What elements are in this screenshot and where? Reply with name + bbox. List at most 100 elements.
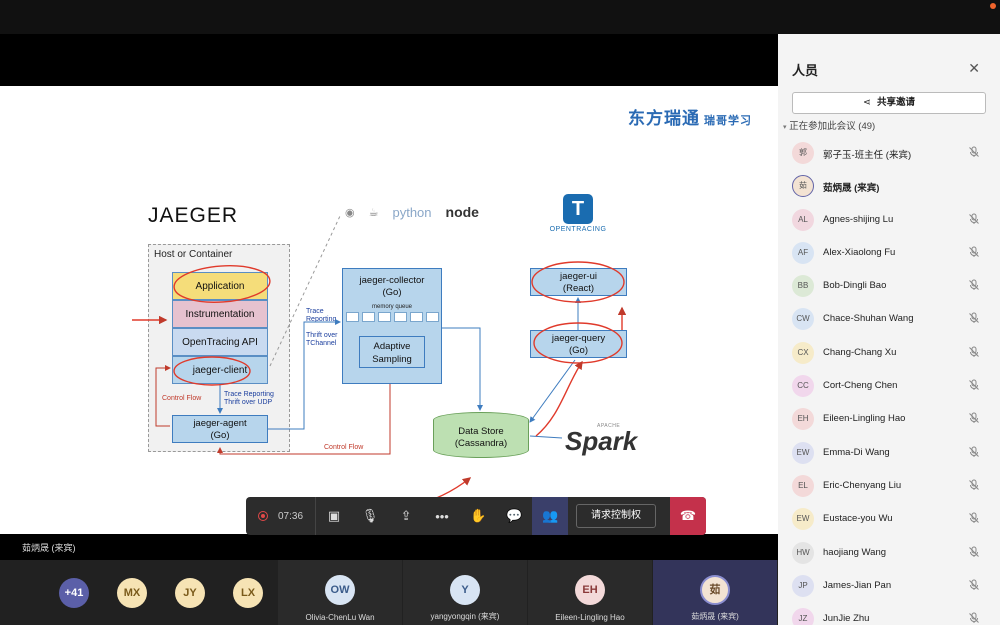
slide-logo: 东方瑞通瑞哥学习 bbox=[628, 104, 752, 129]
more-options-button[interactable]: ••• bbox=[424, 497, 460, 535]
data-store-label: Data Store bbox=[458, 426, 504, 437]
video-tile-active[interactable]: 茹 茹炳晟 (来宾) bbox=[653, 560, 777, 625]
share-screen-button[interactable]: ⇪ bbox=[388, 497, 424, 535]
note-control-flow-bottom: Control Flow bbox=[324, 444, 364, 451]
participant-name: 郭子玉-班主任 (来宾) bbox=[823, 150, 912, 161]
mic-muted-icon bbox=[969, 246, 979, 257]
request-control-button[interactable]: 请求控制权 bbox=[576, 504, 657, 528]
python-logo: python bbox=[392, 204, 432, 220]
participant-row[interactable]: 茹茹炳晟 (来宾) bbox=[778, 170, 1000, 203]
mic-off-icon: 🎙 bbox=[361, 508, 379, 523]
participant-row[interactable]: BB Bob-Dingli Bao bbox=[778, 270, 1000, 303]
meeting-toolbar: 07:36 ▣ 🎙 ⇪ ••• ✋ 💬 👥 请求控制权 ☎ bbox=[246, 497, 706, 535]
recording-indicator-icon bbox=[990, 3, 996, 9]
mic-muted-icon bbox=[969, 379, 979, 391]
chat-button[interactable]: 💬 bbox=[496, 497, 532, 535]
overflow-count-avatar[interactable]: +41 bbox=[59, 578, 89, 608]
avatar: EW bbox=[792, 441, 814, 464]
note-trace-reporting: Trace Reporting bbox=[306, 308, 337, 323]
participant-name: haojiang Wang bbox=[823, 546, 887, 558]
collector-lang: (Go) bbox=[382, 287, 402, 298]
participant-row[interactable]: HW haojiang Wang bbox=[778, 537, 1000, 570]
mic-muted-icon bbox=[969, 146, 979, 157]
people-panel: 人员 ✕ ⋖共享邀请 ▾ 正在参加此会议 (49) 郭郭子玉-班主任 (来宾)茹… bbox=[778, 34, 1000, 625]
video-tile[interactable]: EH Eileen-Lingling Hao bbox=[528, 560, 652, 625]
agent-lang: (Go) bbox=[210, 430, 230, 441]
jaeger-query-lang: (Go) bbox=[569, 345, 588, 356]
jaeger-query-box: jaeger-query (Go) bbox=[530, 330, 627, 358]
data-store-cylinder: Data Store (Cassandra) bbox=[433, 412, 529, 458]
camera-off-icon: ▣ bbox=[327, 508, 341, 523]
in-meeting-label: 正在参加此会议 (49) bbox=[789, 121, 876, 132]
tile-name: 茹炳晟 (来宾) bbox=[691, 612, 739, 621]
tile-name: yangyongqin (来宾) bbox=[430, 612, 500, 621]
mic-off-button[interactable]: 🎙 bbox=[352, 497, 388, 535]
avatar[interactable]: MX bbox=[117, 578, 147, 608]
avatar: Y bbox=[450, 575, 480, 605]
record-icon bbox=[258, 511, 268, 521]
participant-name: Chace-Shuhan Wang bbox=[823, 313, 914, 325]
tile-name: Eileen-Lingling Hao bbox=[555, 613, 625, 622]
memory-queue bbox=[343, 312, 441, 322]
adaptive-line2: Sampling bbox=[372, 354, 412, 365]
video-tile[interactable]: Y yangyongqin (来宾) bbox=[403, 560, 527, 625]
video-tile[interactable]: OW Olivia-ChenLu Wan bbox=[278, 560, 402, 625]
mic-muted-icon bbox=[969, 479, 979, 490]
spark-logo: Spark bbox=[565, 426, 638, 456]
mic-muted-icon bbox=[969, 512, 979, 524]
avatar[interactable]: LX bbox=[233, 578, 263, 608]
avatar: 郭 bbox=[792, 142, 814, 164]
participants-button[interactable]: 👥 bbox=[532, 497, 569, 535]
collector-label: jaeger-collector bbox=[359, 275, 425, 286]
participant-name: JunJie Zhu bbox=[823, 613, 870, 625]
stack-opentracing-api: OpenTracing API bbox=[172, 328, 268, 356]
share-invite-label: 共享邀请 bbox=[876, 97, 915, 108]
participant-row[interactable]: JP James-Jian Pan bbox=[778, 570, 1000, 603]
mic-muted-icon bbox=[969, 312, 979, 324]
participant-row[interactable]: AF Alex-Xiaolong Fu bbox=[778, 237, 1000, 270]
raise-hand-button[interactable]: ✋ bbox=[460, 497, 496, 535]
share-invite-button[interactable]: ⋖共享邀请 bbox=[792, 92, 986, 114]
avatar: JP bbox=[792, 574, 814, 597]
participant-row[interactable]: JZ JunJie Zhu bbox=[778, 603, 1000, 625]
avatar: 茹 bbox=[792, 175, 814, 198]
avatar: AF bbox=[792, 241, 814, 264]
avatar: BB bbox=[792, 275, 814, 298]
panel-title: 人员 bbox=[792, 63, 819, 78]
shared-slide: 东方瑞通瑞哥学习 JAEGER ◉ ☕ python node T OPENTR… bbox=[0, 86, 778, 554]
presenter-name: 茹炳晟 (来宾) bbox=[22, 543, 76, 553]
opentracing-label: OPENTRACING bbox=[549, 226, 607, 233]
avatar: JZ bbox=[792, 608, 814, 625]
camera-off-button[interactable]: ▣ bbox=[316, 497, 352, 535]
participant-strip: +41 MX JY LX OW Olivia-ChenLu Wan Y yang… bbox=[0, 560, 778, 625]
avatar: OW bbox=[325, 575, 355, 605]
jaeger-ui-lang: (React) bbox=[562, 283, 595, 294]
in-meeting-header[interactable]: ▾ 正在参加此会议 (49) bbox=[783, 118, 875, 132]
hang-up-icon: ☎ bbox=[679, 508, 697, 523]
participant-row[interactable]: 郭郭子玉-班主任 (来宾) bbox=[778, 137, 1000, 170]
avatar: HW bbox=[792, 541, 814, 564]
participant-name: Bob-Dingli Bao bbox=[823, 280, 887, 292]
participants-icon: 👥 bbox=[541, 508, 559, 523]
tile-name: Olivia-ChenLu Wan bbox=[305, 613, 375, 622]
participant-name: Chang-Chang Xu bbox=[823, 346, 897, 358]
spark-apache-label: APACHE bbox=[597, 423, 621, 429]
participant-name: Alex-Xiaolong Fu bbox=[823, 246, 896, 258]
close-icon[interactable]: ✕ bbox=[968, 60, 980, 76]
stack-application: Application bbox=[172, 272, 268, 300]
avatar[interactable]: JY bbox=[175, 578, 205, 608]
hang-up-button[interactable]: ☎ bbox=[670, 497, 706, 535]
jaeger-ui-box: jaeger-ui (React) bbox=[530, 268, 627, 296]
participant-name: James-Jian Pan bbox=[823, 579, 892, 591]
avatar: EH bbox=[575, 575, 605, 605]
adaptive-sampling-box: Adaptive Sampling bbox=[359, 336, 425, 368]
